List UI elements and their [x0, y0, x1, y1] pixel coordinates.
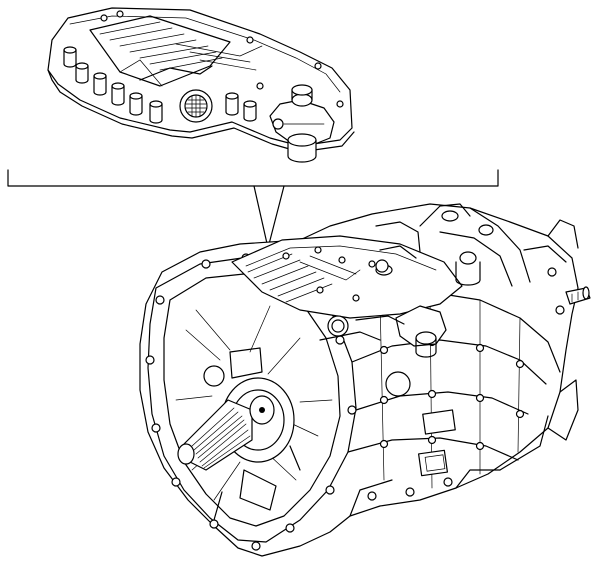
solenoid-row — [63, 46, 257, 124]
main-case — [335, 291, 561, 489]
air-fitting — [565, 286, 591, 305]
plate-fasteners — [100, 10, 344, 108]
electrical-connector — [179, 89, 213, 123]
shaft-splines — [191, 407, 251, 469]
gearbox-assembly — [139, 203, 591, 557]
pressure-sensor-housing — [269, 84, 335, 163]
valve-block-fins — [89, 15, 263, 87]
input-shaft — [177, 377, 295, 471]
mounted-fins — [247, 253, 361, 303]
mounted-control-module — [231, 235, 463, 358]
control-module — [47, 7, 355, 163]
housing-details — [203, 347, 301, 521]
rear-details — [349, 219, 579, 517]
shift-housing — [375, 203, 567, 315]
